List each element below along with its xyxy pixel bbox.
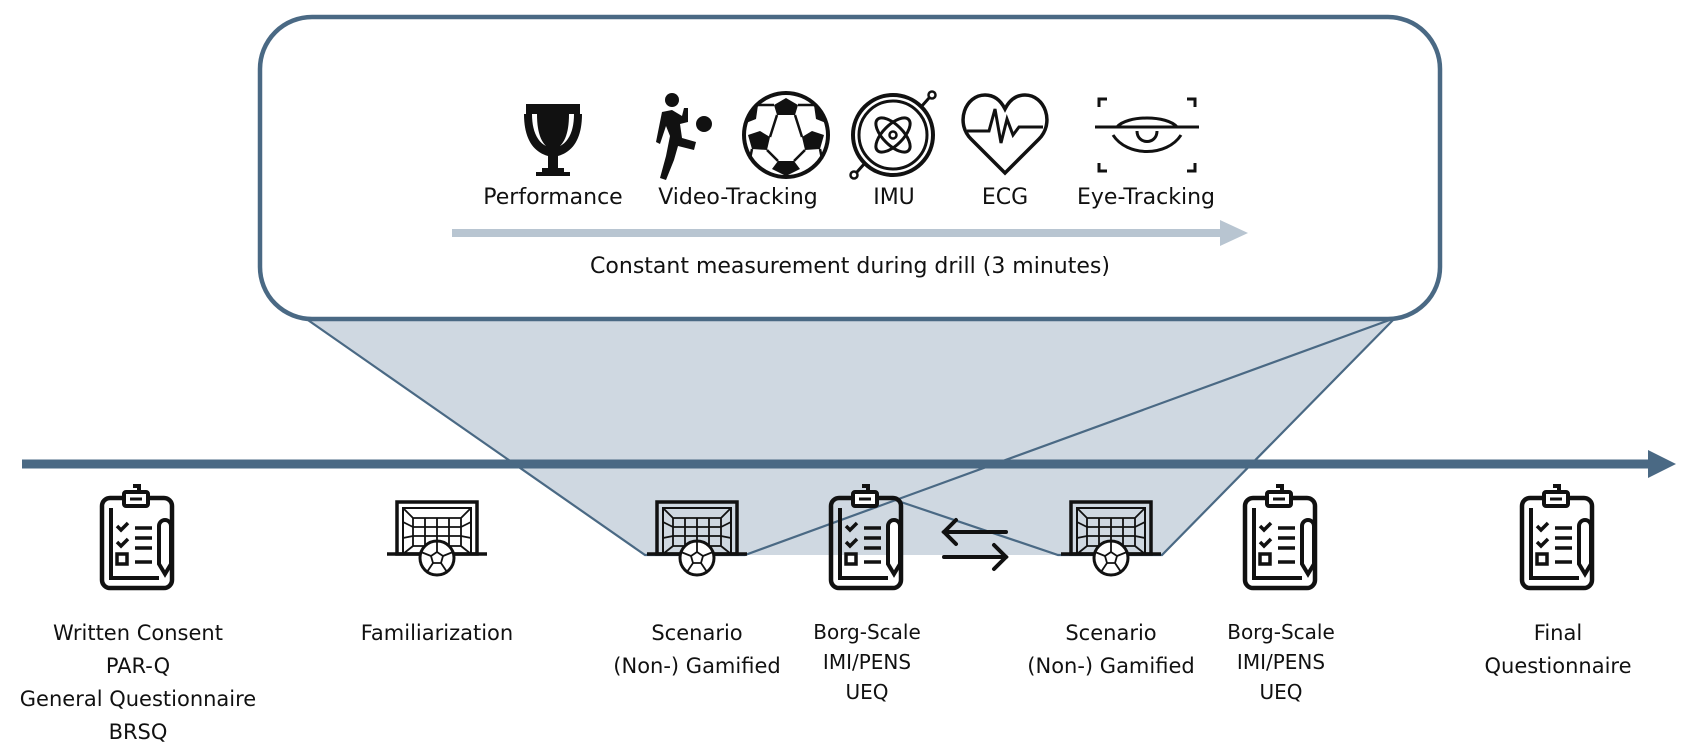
label-line: Written Consent <box>53 621 223 645</box>
clipboard-checklist-icon <box>1245 486 1315 588</box>
measure-label-ecg: ECG <box>981 185 1029 210</box>
measure-label-eye-tracking: Eye-Tracking <box>1077 185 1215 210</box>
soccer-ball-icon <box>742 91 830 179</box>
imu-sensor-icon <box>849 90 937 180</box>
step-label-consent: Written Consent PAR-Q General Questionna… <box>20 617 256 749</box>
label-line: IMI/PENS <box>822 650 912 674</box>
step-label-final: Final Questionnaire <box>1484 617 1631 683</box>
measure-label-performance: Performance <box>483 185 623 210</box>
step-label-questionnaire-1: Borg-Scale IMI/PENS UEQ <box>813 617 921 707</box>
swap-arrows-icon <box>941 518 1009 571</box>
trophy-icon <box>524 104 582 176</box>
eye-tracking-icon <box>1095 97 1199 173</box>
label-line: General Questionnaire <box>19 687 257 711</box>
soccer-goal-icon <box>385 500 489 577</box>
step-label-scenario-1: Scenario (Non-) Gamified <box>613 617 780 683</box>
soccer-player-icon <box>656 93 712 180</box>
label-line: Final <box>1533 621 1583 645</box>
measure-label-imu: IMU <box>873 185 915 210</box>
measurement-arrowhead <box>1220 220 1248 246</box>
step-label-questionnaire-2: Borg-Scale IMI/PENS UEQ <box>1227 617 1335 707</box>
clipboard-checklist-icon <box>1522 486 1592 588</box>
label-line: Borg-Scale <box>1227 620 1335 644</box>
measure-label-video-tracking: Video-Tracking <box>658 185 818 210</box>
label-line: Familiarization <box>360 621 514 645</box>
label-line: Scenario <box>1065 621 1157 645</box>
label-line: IMI/PENS <box>1236 650 1326 674</box>
label-line: UEQ <box>845 680 889 704</box>
label-line: BRSQ <box>108 720 168 744</box>
label-line: (Non-) Gamified <box>1027 654 1195 678</box>
heart-ecg-icon <box>961 93 1049 176</box>
clipboard-checklist-icon <box>102 486 172 588</box>
measurement-panel <box>257 14 1443 322</box>
label-line: Scenario <box>651 621 743 645</box>
label-line: UEQ <box>1259 680 1303 704</box>
measurement-caption: Constant measurement during drill (3 min… <box>590 254 1110 279</box>
step-label-familiarization: Familiarization <box>361 617 513 650</box>
timeline-arrowhead <box>1648 450 1676 478</box>
label-line: Borg-Scale <box>813 620 921 644</box>
label-line: Questionnaire <box>1484 654 1632 678</box>
label-line: PAR-Q <box>105 654 171 678</box>
label-line: (Non-) Gamified <box>613 654 781 678</box>
zoom-funnel-fill <box>305 318 1395 555</box>
step-label-scenario-2: Scenario (Non-) Gamified <box>1027 617 1194 683</box>
